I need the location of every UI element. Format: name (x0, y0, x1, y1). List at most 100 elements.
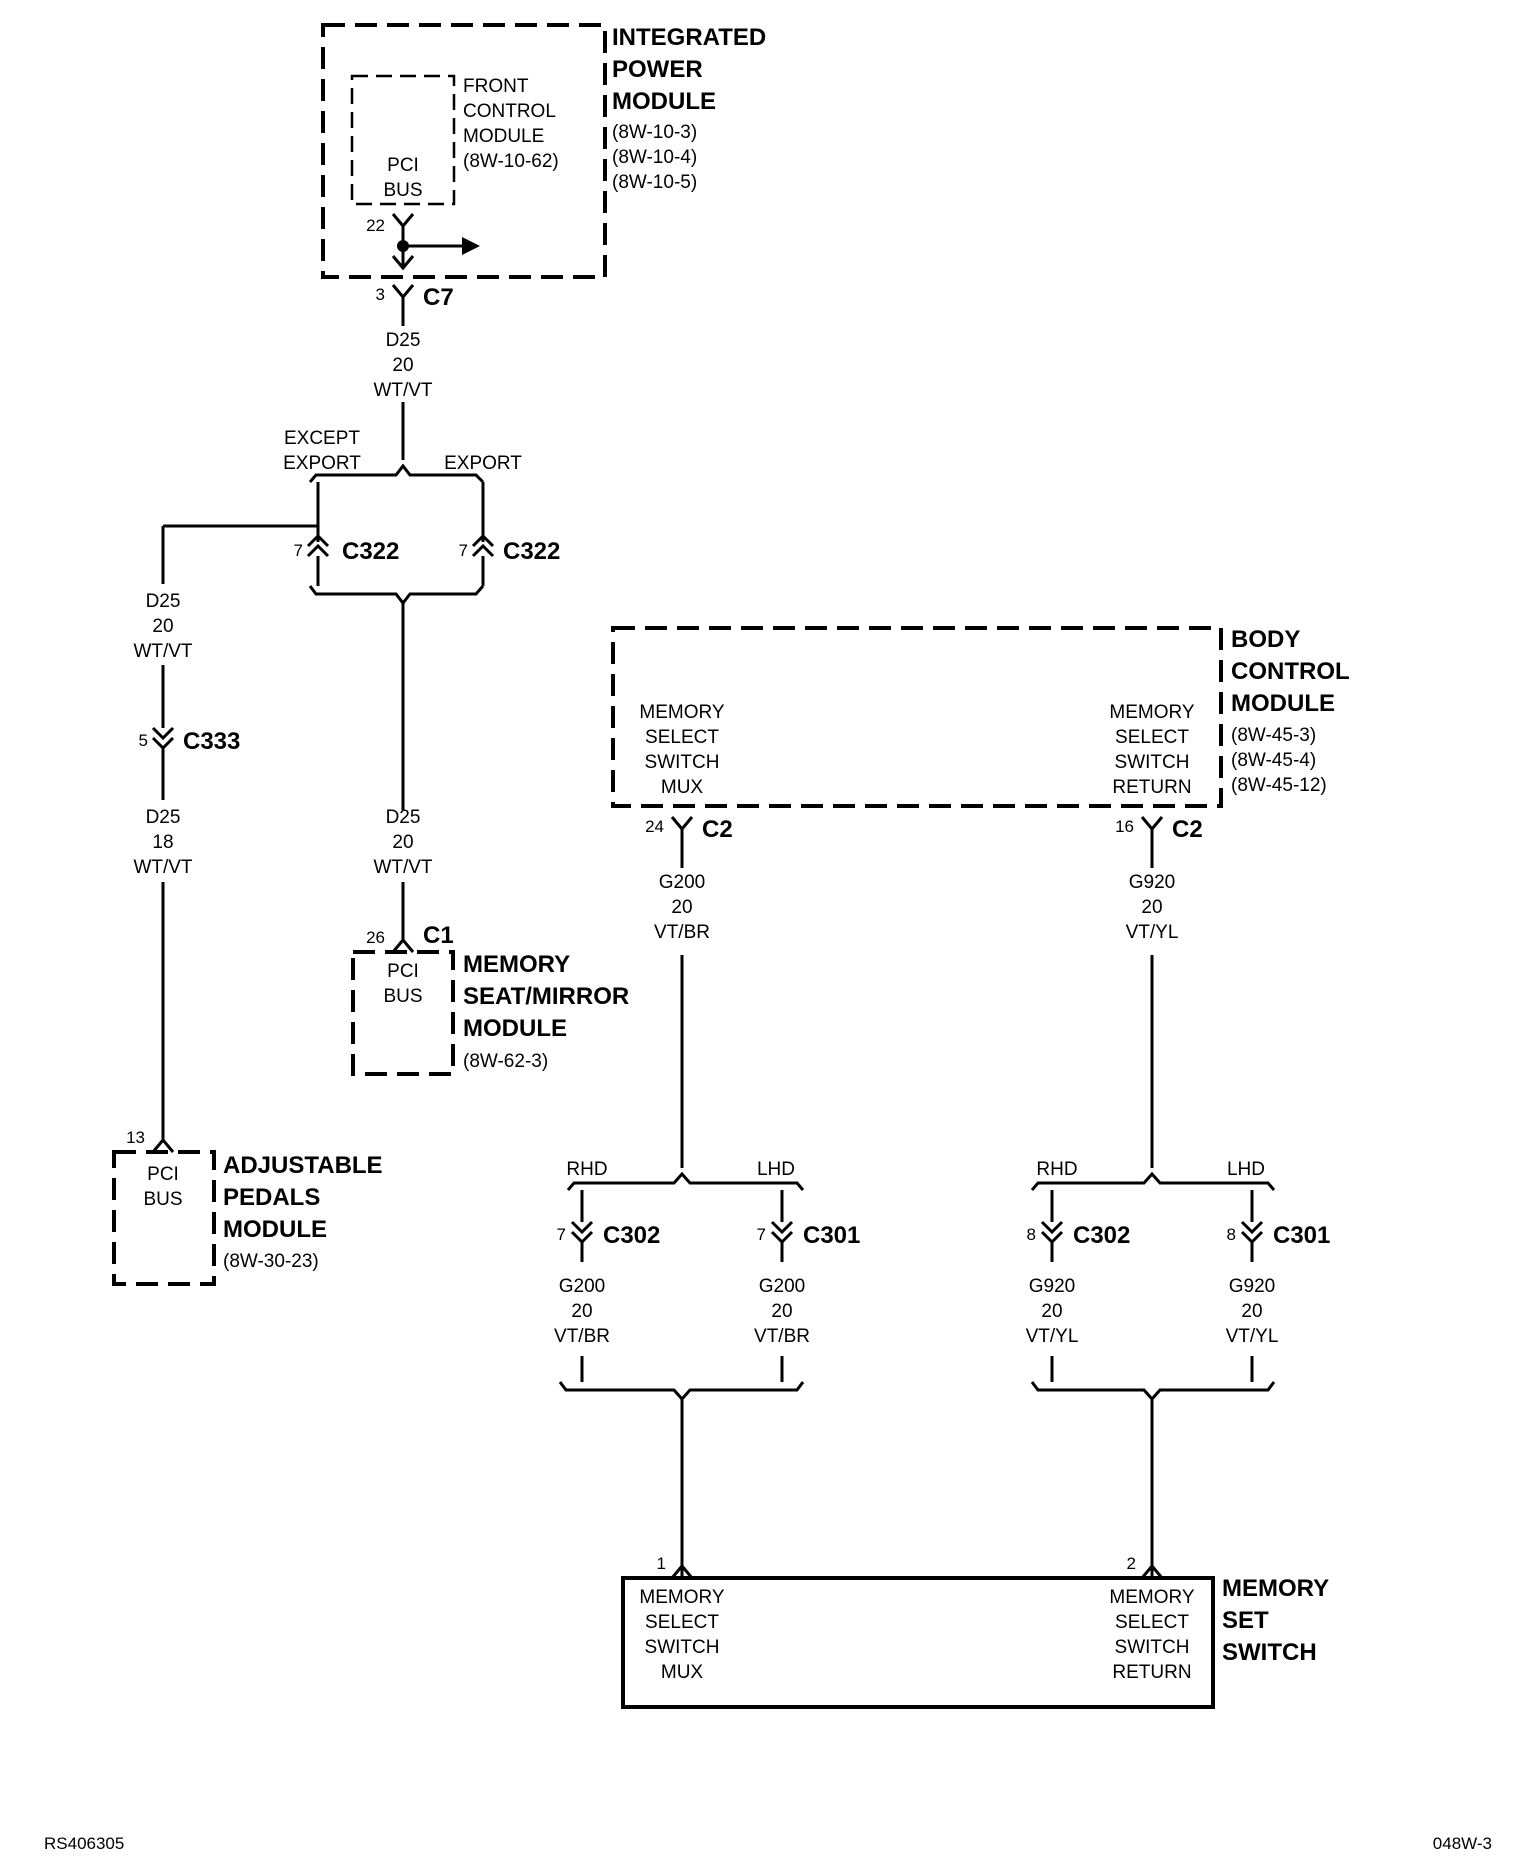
c322-left-pin: 7 (294, 541, 303, 560)
footer-right-code: 048W-3 (1433, 1834, 1492, 1853)
split-except-export-label: EXCEPT EXPORT (283, 428, 361, 474)
apm-pin: 13 (126, 1128, 145, 1147)
c2-left-label: C2 (702, 816, 733, 843)
g200-rhd-label: RHD (566, 1159, 607, 1180)
mss-mux-label: MEMORY SELECT SWITCH MUX (639, 1587, 724, 1683)
ipm-pin-terminal (391, 213, 415, 229)
svg-text:D25: D25 (146, 591, 181, 612)
svg-text:BUS: BUS (383, 986, 422, 1007)
svg-text:(8W-45-4): (8W-45-4) (1231, 750, 1316, 771)
c322-right-connector (471, 533, 495, 558)
svg-text:MEMORY: MEMORY (639, 702, 724, 723)
split-export-label: EXPORT (444, 453, 522, 474)
bcm-mux-label: MEMORY SELECT SWITCH MUX (639, 702, 724, 798)
svg-text:EXPORT: EXPORT (283, 453, 361, 474)
svg-text:MODULE: MODULE (1231, 690, 1335, 717)
mss-pin-1: 1 (657, 1554, 666, 1573)
svg-text:MEMORY: MEMORY (1222, 1575, 1329, 1602)
svg-text:20: 20 (392, 832, 413, 853)
svg-text:20: 20 (1141, 897, 1162, 918)
svg-text:RETURN: RETURN (1112, 1662, 1191, 1683)
svg-text:PCI: PCI (387, 961, 419, 982)
svg-text:G200: G200 (759, 1276, 805, 1297)
svg-text:(8W-45-3): (8W-45-3) (1231, 725, 1316, 746)
c302-left-label: C302 (603, 1222, 660, 1249)
c301-right-label: C301 (1273, 1222, 1330, 1249)
svg-text:MODULE: MODULE (463, 1015, 567, 1042)
wire-d25-left-label: D25 20 WT/VT (133, 591, 192, 662)
c7-label: C7 (423, 284, 454, 311)
svg-text:(8W-10-5): (8W-10-5) (612, 172, 697, 193)
arrow-right-icon (462, 237, 480, 255)
svg-text:PCI: PCI (387, 155, 419, 176)
c302-right-connector (1040, 1220, 1064, 1245)
body-control-module-box (611, 626, 1223, 808)
export-split-brace (308, 463, 485, 484)
svg-text:VT/BR: VT/BR (654, 922, 710, 943)
c302-left-pin: 7 (557, 1225, 566, 1244)
svg-text:(8W-30-23): (8W-30-23) (223, 1251, 319, 1272)
svg-text:CONTROL: CONTROL (1231, 658, 1350, 685)
adjustable-pedals-module-box (112, 1150, 216, 1286)
svg-text:(8W-62-3): (8W-62-3) (463, 1051, 548, 1072)
svg-text:SET: SET (1222, 1607, 1269, 1634)
svg-text:EXCEPT: EXCEPT (284, 428, 360, 449)
svg-text:MEMORY: MEMORY (1109, 702, 1194, 723)
msm-pci-bus-label: PCI BUS (383, 961, 422, 1007)
svg-text:MUX: MUX (661, 1662, 704, 1683)
svg-text:G920: G920 (1129, 872, 1175, 893)
svg-text:(8W-10-3): (8W-10-3) (612, 122, 697, 143)
wire-g920-label: G920 20 VT/YL (1126, 872, 1179, 943)
svg-text:20: 20 (392, 355, 413, 376)
c333-pin: 5 (139, 731, 148, 750)
c7-pin: 3 (376, 285, 385, 304)
apm-connector (151, 1137, 175, 1153)
svg-text:SELECT: SELECT (1115, 727, 1189, 748)
svg-text:20: 20 (1241, 1301, 1262, 1322)
svg-text:BUS: BUS (383, 180, 422, 201)
svg-text:POWER: POWER (612, 56, 703, 83)
svg-text:MUX: MUX (661, 777, 704, 798)
c333-label: C333 (183, 728, 240, 755)
c2-left-pin: 24 (645, 817, 664, 836)
svg-text:G200: G200 (559, 1276, 605, 1297)
mss-title: MEMORY SET SWITCH (1222, 1575, 1329, 1666)
g920-rhd-label: RHD (1036, 1159, 1077, 1180)
svg-text:WT/VT: WT/VT (373, 857, 432, 878)
bcm-return-label: MEMORY SELECT SWITCH RETURN (1109, 702, 1194, 798)
mss-pin1-connector (670, 1563, 694, 1579)
svg-text:BODY: BODY (1231, 626, 1300, 653)
apm-title: ADJUSTABLE PEDALS MODULE (8W-30-23) (223, 1152, 383, 1272)
g920-join-brace (1030, 1381, 1276, 1402)
c2-right-connector (1140, 816, 1164, 832)
integrated-power-module-box (321, 23, 607, 279)
svg-text:20: 20 (152, 616, 173, 637)
ipm-pci-bus-label: PCI BUS (383, 155, 422, 201)
svg-text:CONTROL: CONTROL (463, 101, 556, 122)
svg-text:G920: G920 (1029, 1276, 1075, 1297)
svg-text:SWITCH: SWITCH (645, 752, 720, 773)
svg-text:VT/BR: VT/BR (554, 1326, 610, 1347)
svg-text:(8W-10-62): (8W-10-62) (463, 151, 559, 172)
mss-return-label: MEMORY SELECT SWITCH RETURN (1109, 1587, 1194, 1683)
svg-text:WT/VT: WT/VT (133, 857, 192, 878)
svg-text:G920: G920 (1229, 1276, 1275, 1297)
msm-title: MEMORY SEAT/MIRROR MODULE (8W-62-3) (463, 951, 629, 1072)
svg-text:D25: D25 (386, 807, 421, 828)
g200-lhd-label: LHD (757, 1159, 795, 1180)
svg-text:(8W-45-12): (8W-45-12) (1231, 775, 1327, 796)
svg-text:MEMORY: MEMORY (1109, 1587, 1194, 1608)
svg-text:INTEGRATED: INTEGRATED (612, 24, 766, 51)
footer-left-code: RS406305 (44, 1834, 124, 1853)
svg-text:(8W-10-4): (8W-10-4) (612, 147, 697, 168)
svg-text:MODULE: MODULE (223, 1216, 327, 1243)
svg-text:VT/YL: VT/YL (1226, 1326, 1279, 1347)
svg-text:SWITCH: SWITCH (1222, 1639, 1317, 1666)
c322-left-label: C322 (342, 538, 399, 565)
fcm-label: FRONT CONTROL MODULE (8W-10-62) (463, 76, 559, 172)
svg-text:MEMORY: MEMORY (639, 1587, 724, 1608)
svg-text:WT/VT: WT/VT (373, 380, 432, 401)
svg-text:VT/YL: VT/YL (1026, 1326, 1079, 1347)
c322-left-connector (306, 533, 330, 558)
svg-text:20: 20 (1041, 1301, 1062, 1322)
